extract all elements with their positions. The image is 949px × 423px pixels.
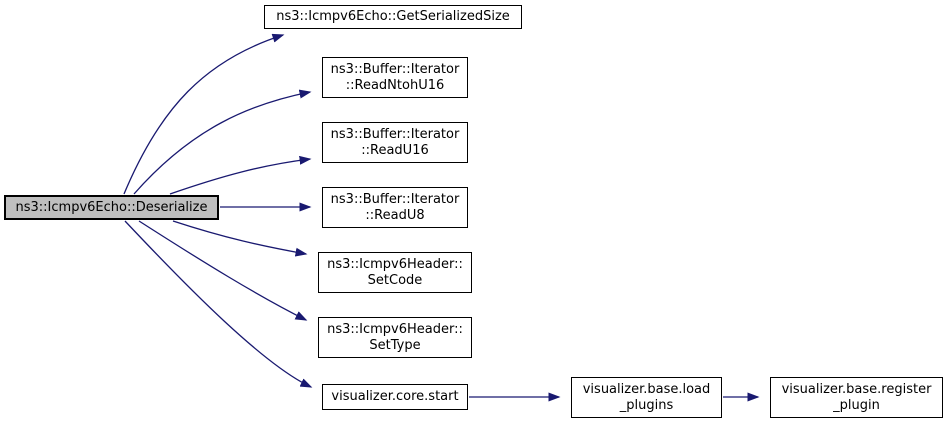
node-read-u16[interactable]: ns3::Buffer::Iterator ::ReadU16 — [322, 122, 468, 163]
node-load-plugins-label-line2: _plugins — [619, 397, 674, 413]
node-set-code-label-line1: ns3::Icmpv6Header:: — [327, 256, 463, 272]
node-deserialize-label: ns3::Icmpv6Echo::Deserialize — [15, 199, 208, 215]
node-get-serialized-size[interactable]: ns3::Icmpv6Echo::GetSerializedSize — [264, 5, 522, 29]
node-core-start[interactable]: visualizer.core.start — [322, 384, 468, 410]
node-set-type-label-line2: SetType — [369, 337, 421, 353]
node-load-plugins-label-line1: visualizer.base.load — [582, 381, 711, 397]
node-set-code-label-line2: SetCode — [367, 272, 423, 288]
edge-deserialize-to-corestart — [124, 220, 313, 388]
node-read-u16-label-line2: ::ReadU16 — [361, 142, 429, 158]
edge-deserialize-to-setcode — [172, 220, 308, 257]
node-read-u8-label-line1: ns3::Buffer::Iterator — [330, 191, 460, 207]
node-set-type-label-line1: ns3::Icmpv6Header:: — [327, 321, 463, 337]
node-read-ntoh-u16-label-line2: ::ReadNtohU16 — [345, 77, 445, 93]
edge-deserialize-to-settype — [138, 220, 308, 321]
node-deserialize: ns3::Icmpv6Echo::Deserialize — [4, 195, 219, 220]
node-register-plugin-label-line2: _plugin — [833, 397, 880, 413]
edge-deserialize-to-readntohu16 — [133, 89, 312, 195]
node-set-type[interactable]: ns3::Icmpv6Header:: SetType — [318, 317, 472, 358]
node-register-plugin-label-line1: visualizer.base.register — [781, 381, 932, 397]
node-get-serialized-size-label: ns3::Icmpv6Echo::GetSerializedSize — [276, 9, 510, 24]
node-read-u16-label-line1: ns3::Buffer::Iterator — [330, 126, 460, 142]
node-read-ntoh-u16-label-line1: ns3::Buffer::Iterator — [330, 61, 460, 77]
node-register-plugin[interactable]: visualizer.base.register _plugin — [770, 377, 943, 418]
node-load-plugins[interactable]: visualizer.base.load _plugins — [571, 377, 722, 418]
node-read-u8-label-line2: ::ReadU8 — [365, 207, 425, 223]
node-core-start-label: visualizer.core.start — [331, 389, 459, 404]
edge-deserialize-to-readu16 — [169, 155, 312, 195]
node-read-ntoh-u16[interactable]: ns3::Buffer::Iterator ::ReadNtohU16 — [322, 57, 468, 98]
edge-deserialize-to-getserializedsize — [123, 33, 285, 195]
node-read-u8[interactable]: ns3::Buffer::Iterator ::ReadU8 — [322, 187, 468, 228]
node-set-code[interactable]: ns3::Icmpv6Header:: SetCode — [318, 252, 472, 293]
